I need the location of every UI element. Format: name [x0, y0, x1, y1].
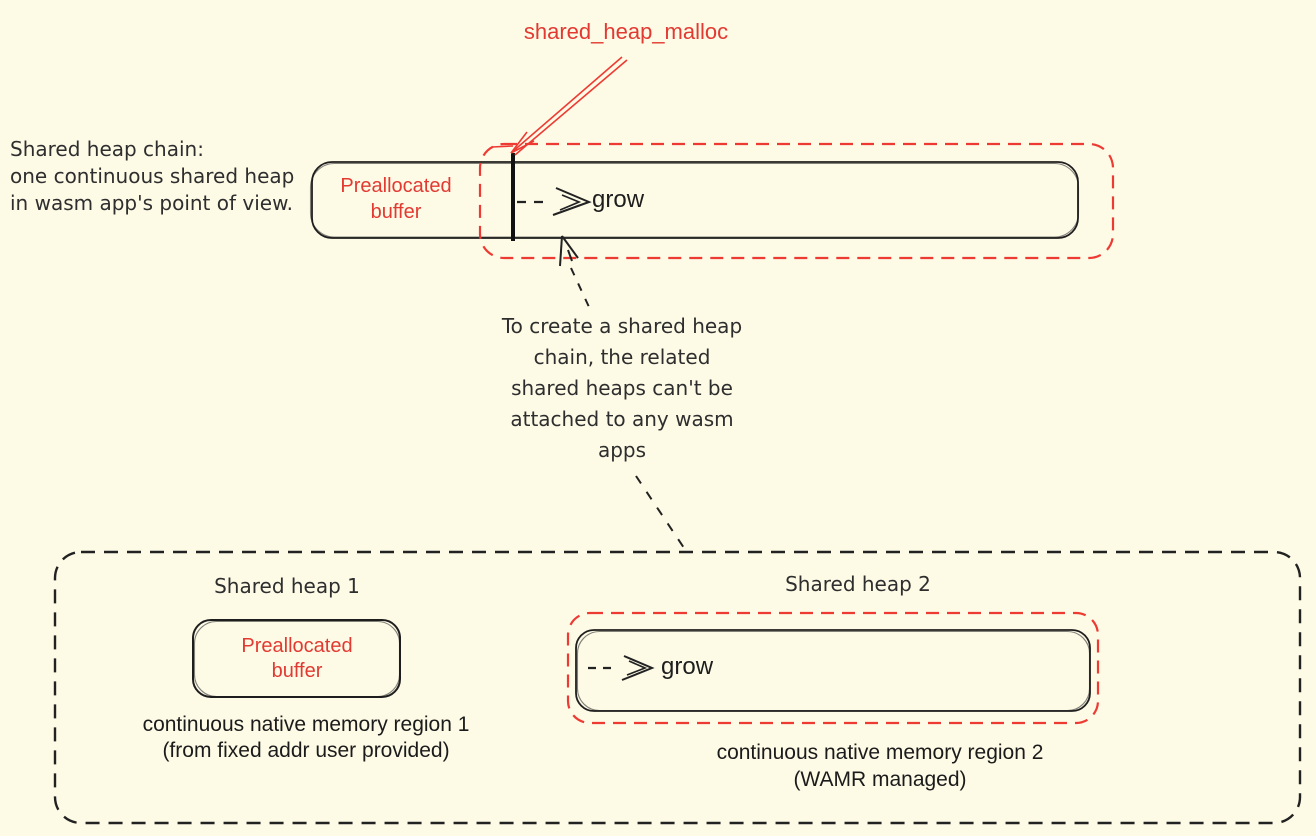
heap1-memory-region-caption: continuous native memory region 1 (from …	[142, 713, 470, 762]
main-bar-preallocated-buffer-label: Preallocated buffer	[340, 175, 452, 223]
grow-arrow-main-chevron-outer	[552, 187, 592, 216]
grow-arrow-heap2	[588, 655, 655, 681]
heap1-buffer-box-sketch-stroke	[193, 620, 401, 698]
shared-heaps-container-dashed-box	[53, 550, 1302, 825]
heap2-bar	[575, 629, 1091, 712]
main-bar-grow-label: grow	[592, 186, 645, 213]
cursor-arrow-inner-stroke	[567, 249, 573, 262]
heap2-bar-outline	[575, 629, 1091, 712]
heap2-red-dashed-boundary	[566, 611, 1100, 725]
connector-note-to-container	[635, 475, 687, 552]
heap1-preallocated-buffer-label: Preallocated buffer	[241, 635, 353, 682]
shared-heap-chain-constraint-note: To create a shared heap chain, the relat…	[501, 314, 743, 462]
malloc-arrow	[491, 56, 628, 156]
main-heap-bar	[309, 161, 1080, 239]
malloc-arrow-shaft-2	[514, 59, 628, 156]
malloc-arrow-shaft-1	[510, 56, 623, 154]
cursor-arrow	[559, 235, 579, 267]
heap1-buffer-box	[192, 619, 401, 698]
malloc-arrow-barb-1	[510, 131, 528, 154]
main-heap-bar-sketch-stroke	[309, 162, 1080, 238]
grow-arrow-main	[517, 187, 592, 216]
cursor-arrow-right-edge	[561, 235, 579, 259]
heap2-grow-label: grow	[661, 653, 714, 680]
malloc-arrow-barb-2	[510, 140, 535, 154]
heap2-bar-sketch-stroke	[576, 630, 1091, 712]
shared-heap-2-title: Shared heap 2	[785, 572, 931, 596]
shared-heap-1-title: Shared heap 1	[214, 574, 360, 598]
connector-bar-to-note	[570, 267, 590, 308]
grow-arrow-heap2-chevron-inner	[626, 660, 648, 676]
grow-arrow-heap2-chevron-outer	[621, 655, 655, 681]
heap2-memory-region-caption: continuous native memory region 2 (WAMR …	[716, 741, 1044, 791]
main-heap-red-dashed-boundary	[478, 142, 1115, 260]
shared-heap-chain-note: Shared heap chain: one continuous shared…	[10, 137, 295, 215]
malloc-arrow-barb-3	[491, 145, 514, 148]
grow-arrow-main-chevron-inner	[559, 194, 582, 211]
cursor-arrow-left-edge	[559, 235, 563, 267]
shared-heap-malloc-label: shared_heap_malloc	[523, 19, 729, 44]
